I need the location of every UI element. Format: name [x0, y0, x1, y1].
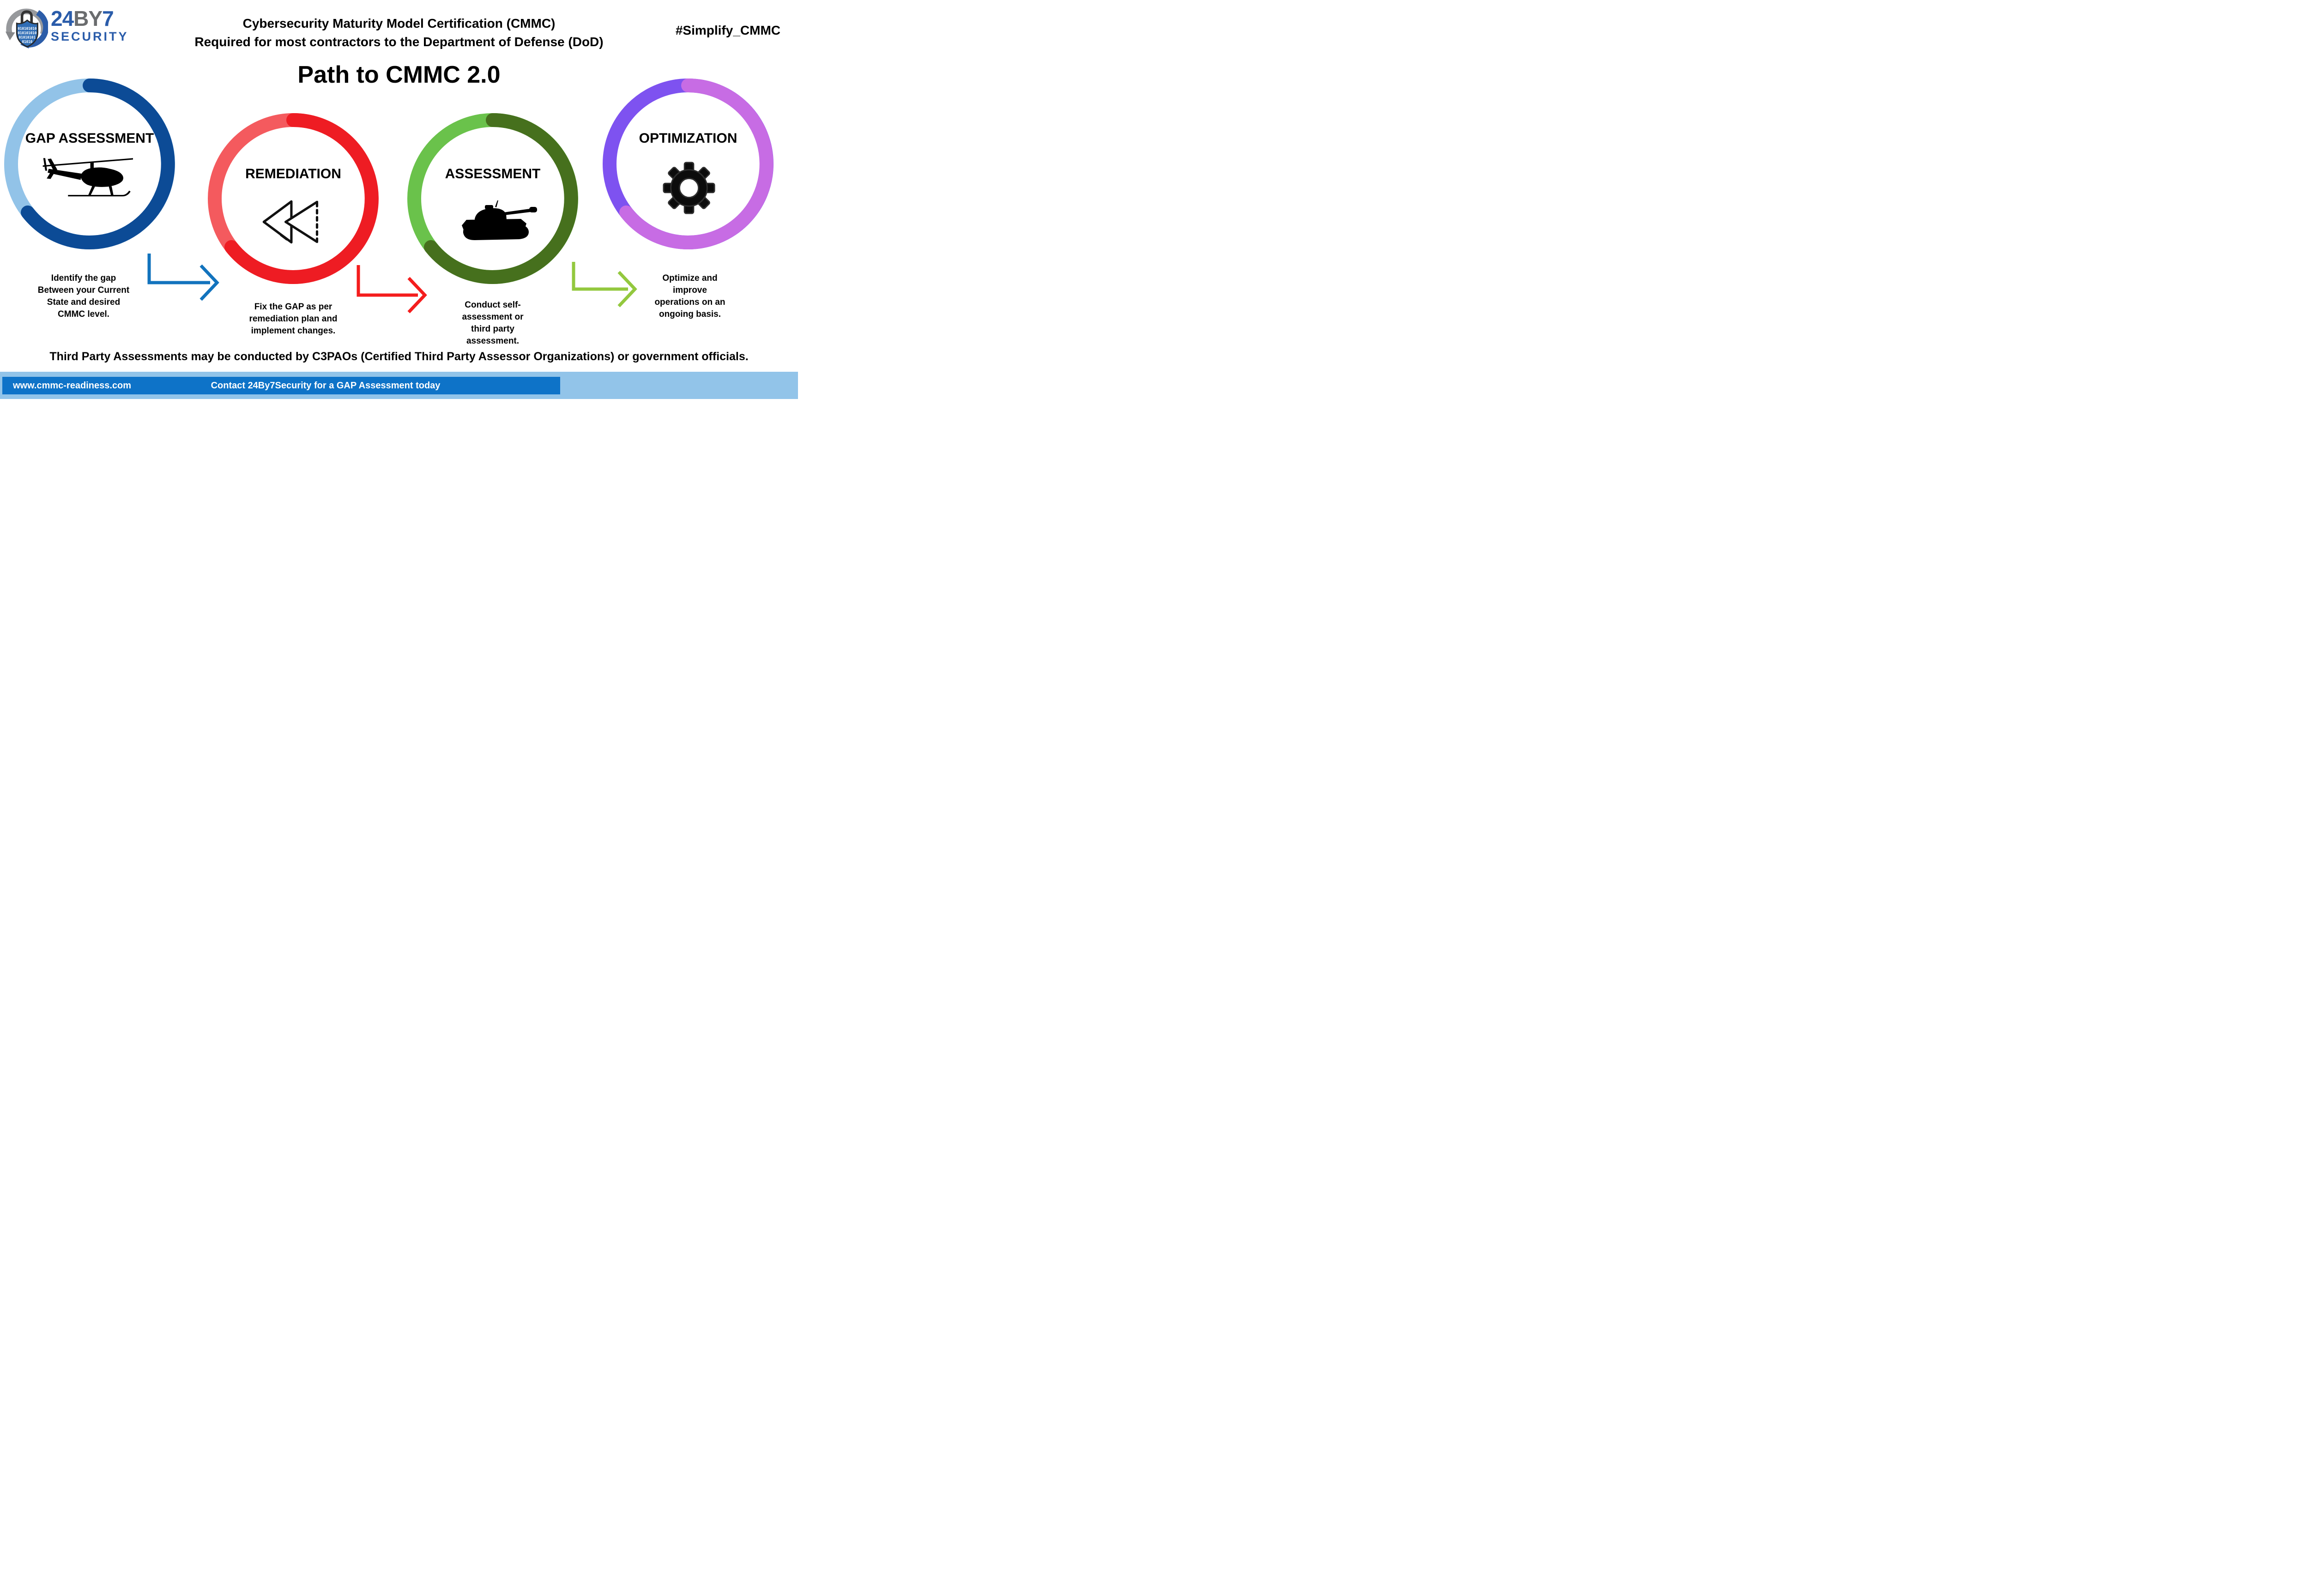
shield-binary-row: 010101010 — [18, 27, 37, 31]
step-label-optimization: OPTIMIZATION — [639, 131, 737, 146]
step-caption-assessment: Conduct self- assessment or third party … — [462, 300, 524, 346]
ring-main-arc — [424, 113, 578, 284]
shield-icon — [16, 19, 38, 48]
arrow-assessment-to-optimization — [572, 262, 637, 308]
tank-icon — [462, 200, 537, 240]
ring-assessment — [407, 113, 578, 284]
logo-blue-arc — [27, 10, 48, 48]
company-logo-icon: 010101010 010101010 01010101 01010 — [5, 8, 48, 49]
step-caption-remediation: Fix the GAP as per remediation plan and … — [249, 302, 338, 336]
arrow-remediation-to-assessment — [357, 265, 427, 314]
footer-highlight-box — [2, 377, 560, 394]
shield-binary-row: 01010101 — [19, 35, 36, 39]
logo-name: 24BY7 — [51, 7, 129, 30]
ring-main-arc — [619, 79, 774, 249]
arrow-elbow — [357, 265, 418, 297]
header-line-1: Cybersecurity Maturity Model Certificati… — [242, 16, 556, 30]
step-caption-gap-assessment: Identify the gap Between your Current St… — [37, 273, 130, 319]
logo-24: 24 — [51, 6, 74, 30]
logo-by: BY — [73, 6, 103, 30]
step-label-gap-assessment: GAP ASSESSMENT — [25, 131, 154, 146]
page-title: Path to CMMC 2.0 — [297, 61, 501, 88]
arrow-elbow — [572, 262, 628, 291]
arrow-gap-to-remediation — [147, 254, 219, 301]
ring-main-arc — [21, 79, 175, 249]
shield-binary-row: 010101010 — [18, 31, 37, 35]
footer-cta: Contact 24By7Security for a GAP Assessme… — [211, 381, 441, 391]
company-logo-text: 24BY7 SECURITY — [51, 7, 129, 43]
gear-icon — [663, 162, 715, 214]
step-label-assessment: ASSESSMENT — [445, 166, 541, 181]
padlock-shackle-icon — [20, 10, 33, 23]
logo-security: SECURITY — [51, 30, 129, 43]
footer-website: www.cmmc-readiness.com — [13, 381, 132, 391]
ring-main-arc — [224, 113, 379, 284]
logo-7: 7 — [102, 6, 114, 30]
arrow-chevron — [199, 264, 219, 301]
ring-gap-assessment — [4, 79, 175, 249]
arrow-elbow — [147, 254, 210, 284]
helicopter-icon — [42, 158, 133, 197]
arrow-chevron — [617, 271, 637, 308]
header-line-2: Required for most contractors to the Dep… — [194, 35, 604, 49]
shield-binary-row: 01010 — [22, 40, 33, 44]
infographic-canvas: 010101010 010101010 01010101 01010 24BY7… — [0, 0, 798, 399]
ring-remediation — [208, 113, 379, 284]
logo-gray-arrowhead — [5, 31, 15, 41]
rewind-arrow-icon — [262, 200, 319, 244]
step-caption-optimization: Optimize and improve operations on an on… — [654, 273, 725, 319]
third-party-note: Third Party Assessments may be conducted… — [49, 350, 749, 363]
hashtag: #Simplify_CMMC — [675, 23, 780, 37]
arrow-chevron — [407, 277, 427, 314]
step-label-remediation: REMEDIATION — [245, 166, 341, 181]
